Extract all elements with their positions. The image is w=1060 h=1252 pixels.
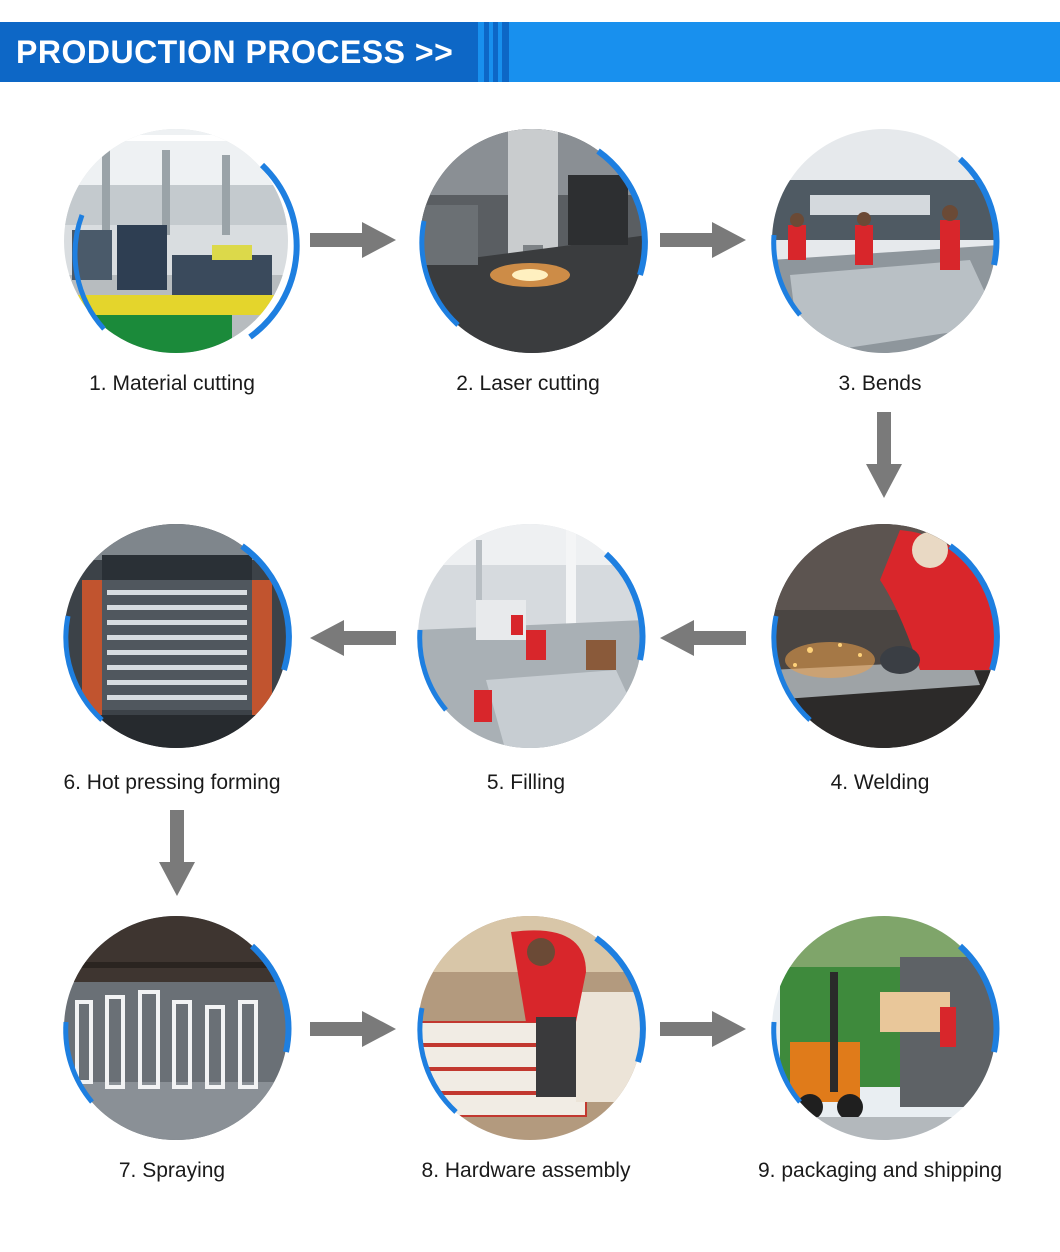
ring-accent [417,1007,458,1114]
step-hardware-assembly: 8. Hardware assembly [416,912,646,1182]
header-banner-dark-block [0,22,478,82]
ring-accent [596,148,648,276]
ring-accent [957,943,1000,1053]
step-hot-pressing-forming: 6. Hot pressing forming [62,520,292,794]
ring-accent [63,615,104,722]
step-material-cutting: 1. Material cutting [62,125,300,395]
step-label: 8. Hardware assembly [421,1159,631,1182]
ring-accent [957,156,1000,266]
ring-accent [249,943,292,1053]
arrow-right-icon [310,222,396,258]
header-stripe [484,22,489,82]
header-banner: PRODUCTION PROCESS >> [0,22,1060,82]
ring-accent [603,551,646,661]
ring-accent [417,629,448,712]
header-stripe [493,22,498,82]
step-label: 4. Welding [830,771,930,794]
laser-cutter-sparks-photo [419,129,648,353]
factory-floor-machine-photo [64,129,300,353]
press-brake-workers-photo [771,129,1000,353]
step-label: 2. Laser cutting [456,372,600,395]
arrow-right-icon [660,1011,746,1047]
step-label: 1. Material cutting [89,372,255,395]
ring-accent [419,220,460,327]
workshop-panels-filling-photo [417,524,646,748]
forklift-loading-container-photo [771,916,1000,1140]
arrow-left-icon [660,620,746,656]
step-label: 5. Filling [486,771,566,794]
ring-accent [63,1021,94,1104]
step-bends: 3. Bends [770,125,1000,395]
ring-accent [72,214,106,331]
spray-line-door-frames-photo [63,916,292,1140]
ring-accent [771,615,812,722]
welder-grinding-sparks-photo [771,524,1000,748]
step-spraying: 7. Spraying [62,912,292,1182]
step-filling: 5. Filling [416,520,646,794]
arrow-right-icon [310,1011,396,1047]
step-label: 7. Spraying [118,1159,226,1182]
ring-accent [240,543,292,671]
ring-accent [771,234,802,317]
ring-accent [594,935,646,1063]
ring-accent [771,1021,802,1104]
step-label: 6. Hot pressing forming [63,771,281,794]
worker-assembling-panels-photo [417,916,646,1140]
header-stripe [502,22,509,82]
step-label: 9. packaging and shipping [757,1159,1003,1182]
step-label: 3. Bends [838,372,922,395]
arrow-right-icon [660,222,746,258]
arrow-down-icon [159,810,195,896]
page-title: PRODUCTION PROCESS >> [16,34,454,70]
ring-accent [948,543,1000,671]
step-welding: 4. Welding [770,520,1000,794]
step-packaging-and-shipping: 9. packaging and shipping [758,912,1002,1182]
arrow-down-icon [866,412,902,498]
arrow-left-icon [310,620,396,656]
hot-press-machine-photo [63,524,292,748]
step-laser-cutting: 2. Laser cutting [418,125,648,395]
ring-accent [248,162,300,340]
